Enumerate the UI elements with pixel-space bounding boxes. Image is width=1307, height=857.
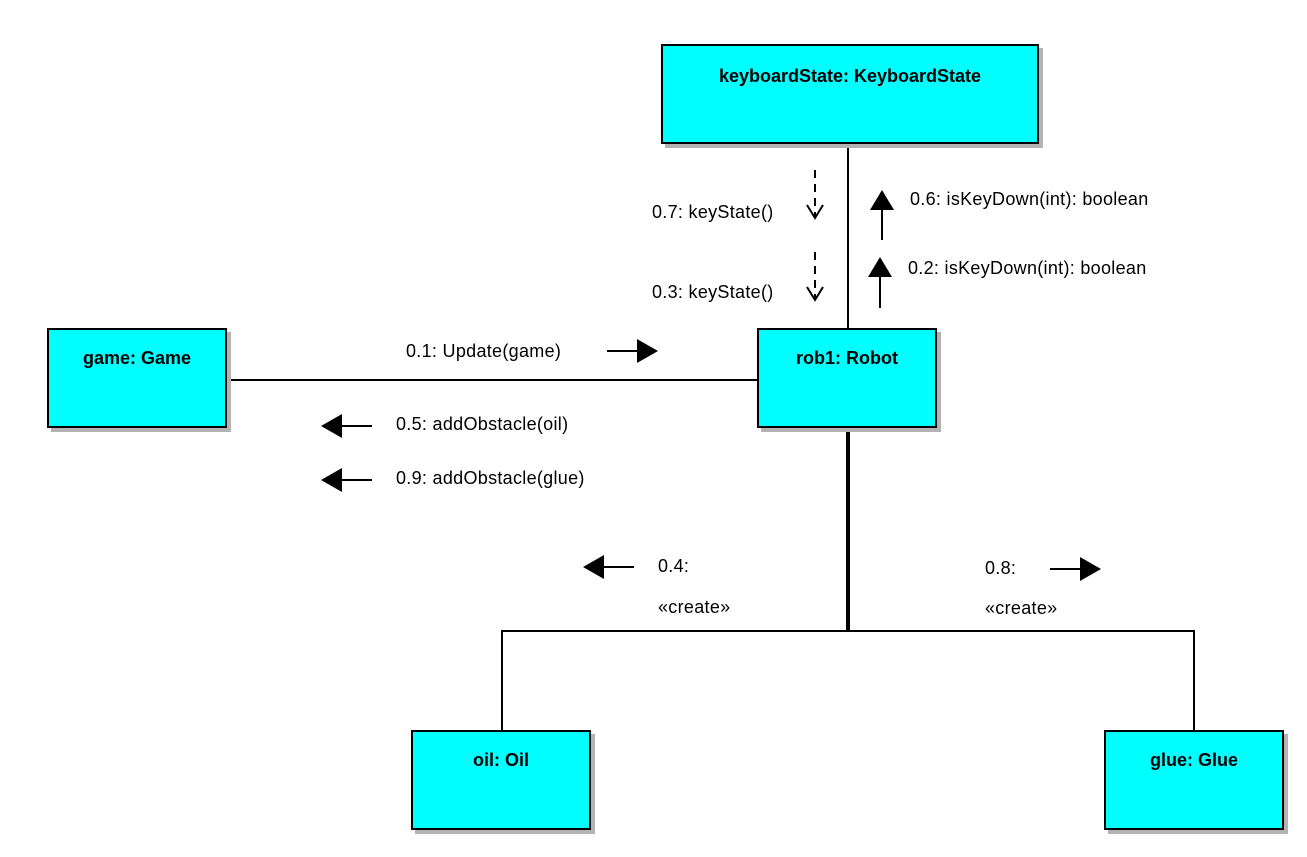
call-arrow-0-9-head: [321, 468, 342, 492]
message-0-9: 0.9: addObstacle(glue): [396, 468, 585, 488]
message-0-8-stereotype: «create»: [985, 598, 1058, 618]
message-0-5: 0.5: addObstacle(oil): [396, 414, 569, 434]
message-0-3: 0.3: keyState(): [652, 282, 774, 302]
message-0-4: 0.4:: [658, 556, 690, 576]
return-arrow-0-3: [806, 252, 824, 302]
object-oil-label: oil: Oil: [473, 750, 529, 770]
object-keyboard-state[interactable]: keyboardState: KeyboardState: [661, 44, 1039, 144]
object-oil[interactable]: oil: Oil: [411, 730, 591, 830]
return-arrow-0-7: [806, 170, 824, 220]
message-0-8: 0.8:: [985, 558, 1017, 578]
object-keyboard-state-label: keyboardState: KeyboardState: [718, 66, 982, 86]
message-0-4-stereotype: «create»: [658, 597, 731, 617]
object-robot-label: rob1: Robot: [796, 348, 898, 368]
object-glue[interactable]: glue: Glue: [1104, 730, 1284, 830]
object-game-label: game: Game: [82, 348, 192, 368]
call-arrow-0-5-head: [321, 414, 342, 438]
message-0-1: 0.1: Update(game): [406, 341, 562, 361]
call-arrow-0-2-head: [868, 257, 892, 277]
call-arrow-0-1-head: [637, 339, 658, 363]
object-glue-label: glue: Glue: [1149, 750, 1238, 770]
call-arrow-0-6-head: [870, 190, 894, 210]
object-game[interactable]: game: Game: [47, 328, 227, 428]
message-0-6: 0.6: isKeyDown(int): boolean: [910, 189, 1149, 209]
call-arrow-0-8-head: [1080, 557, 1101, 581]
message-0-7: 0.7: keyState(): [652, 202, 774, 222]
message-0-2: 0.2: isKeyDown(int): boolean: [908, 258, 1147, 278]
call-arrow-0-4-head: [583, 555, 604, 579]
object-robot[interactable]: rob1: Robot: [757, 328, 937, 428]
